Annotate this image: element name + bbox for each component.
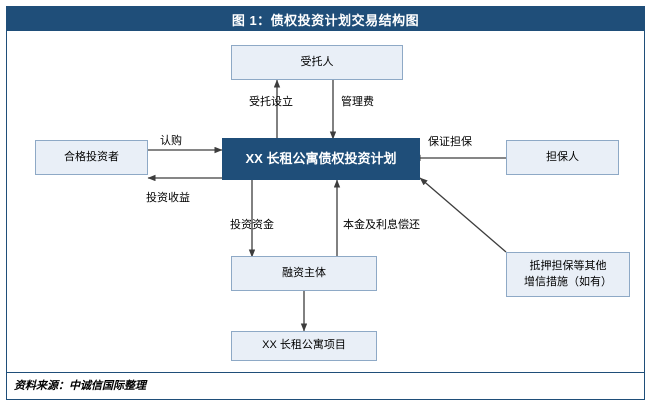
label-investment-funds: 投资资金 — [230, 219, 274, 231]
node-guarantor[interactable]: 担保人 — [506, 140, 619, 175]
other-credit-line-1: 抵押担保等其他 — [529, 259, 607, 272]
source-divider — [7, 372, 644, 373]
label-guarantee: 保证担保 — [428, 136, 472, 148]
node-debt-investment-plan[interactable]: XX 长租公寓债权投资计划 — [222, 138, 420, 180]
figure-frame — [6, 6, 645, 400]
label-investment-return: 投资收益 — [146, 192, 190, 204]
node-financier[interactable]: 融资主体 — [231, 256, 377, 291]
label-entrust-setup: 受托设立 — [249, 96, 293, 108]
label-management-fee: 管理费 — [341, 96, 374, 108]
node-other-credit-measures[interactable]: 抵押担保等其他 增信措施（如有） — [506, 252, 630, 297]
other-credit-line-2: 增信措施（如有） — [524, 275, 612, 288]
figure-title: 图 1：债权投资计划交易结构图 — [7, 7, 644, 31]
node-trustee[interactable]: 受托人 — [231, 45, 403, 80]
source-note: 资料来源：中诚信国际整理 — [14, 380, 146, 392]
node-project[interactable]: XX 长租公寓项目 — [231, 331, 377, 361]
label-principal-interest: 本金及利息偿还 — [343, 219, 420, 231]
label-subscribe: 认购 — [160, 135, 182, 147]
node-investor[interactable]: 合格投资者 — [35, 140, 148, 175]
